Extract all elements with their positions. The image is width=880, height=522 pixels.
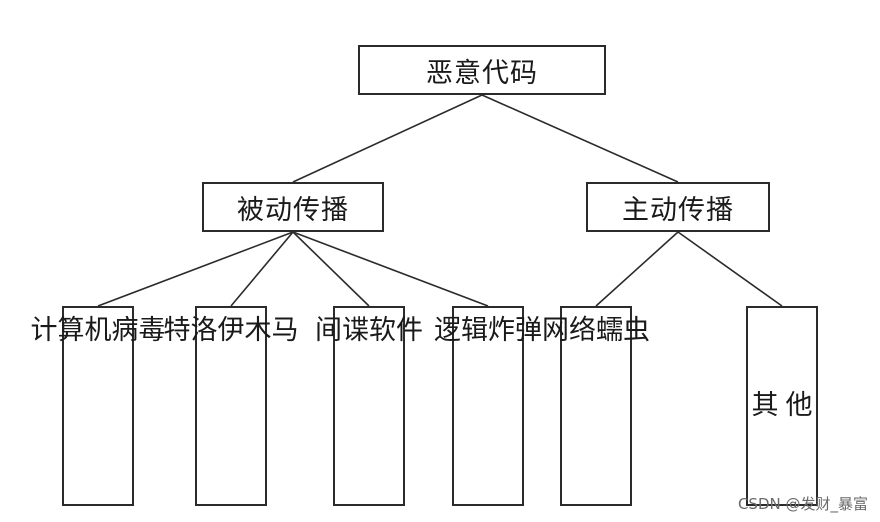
node-passive-propagation: 被动传播 xyxy=(202,182,384,232)
node-other: 其他 xyxy=(746,306,818,506)
node-trojan-horse: 特洛伊木马 xyxy=(164,306,299,506)
node-computer-virus: 计算机病毒 xyxy=(31,306,166,506)
node-logic-bomb: 逻辑炸弹 xyxy=(434,306,542,506)
edge-active-child-1 xyxy=(677,231,783,307)
edge-passive-child-2 xyxy=(292,231,370,307)
edge-root-active xyxy=(481,94,679,183)
edge-passive-child-0 xyxy=(97,231,294,307)
watermark: CSDN @发财_暴富 xyxy=(737,495,868,513)
edge-passive-child-3 xyxy=(292,231,489,307)
edge-root-passive xyxy=(292,94,483,183)
node-network-worm: 网络蠕虫 xyxy=(542,306,650,506)
node-spyware: 间谍软件 xyxy=(315,306,423,506)
edge-active-child-0 xyxy=(595,231,679,307)
edge-passive-child-1 xyxy=(230,231,294,307)
node-root-malicious-code: 恶意代码 xyxy=(358,45,606,95)
node-active-propagation: 主动传播 xyxy=(586,182,770,232)
